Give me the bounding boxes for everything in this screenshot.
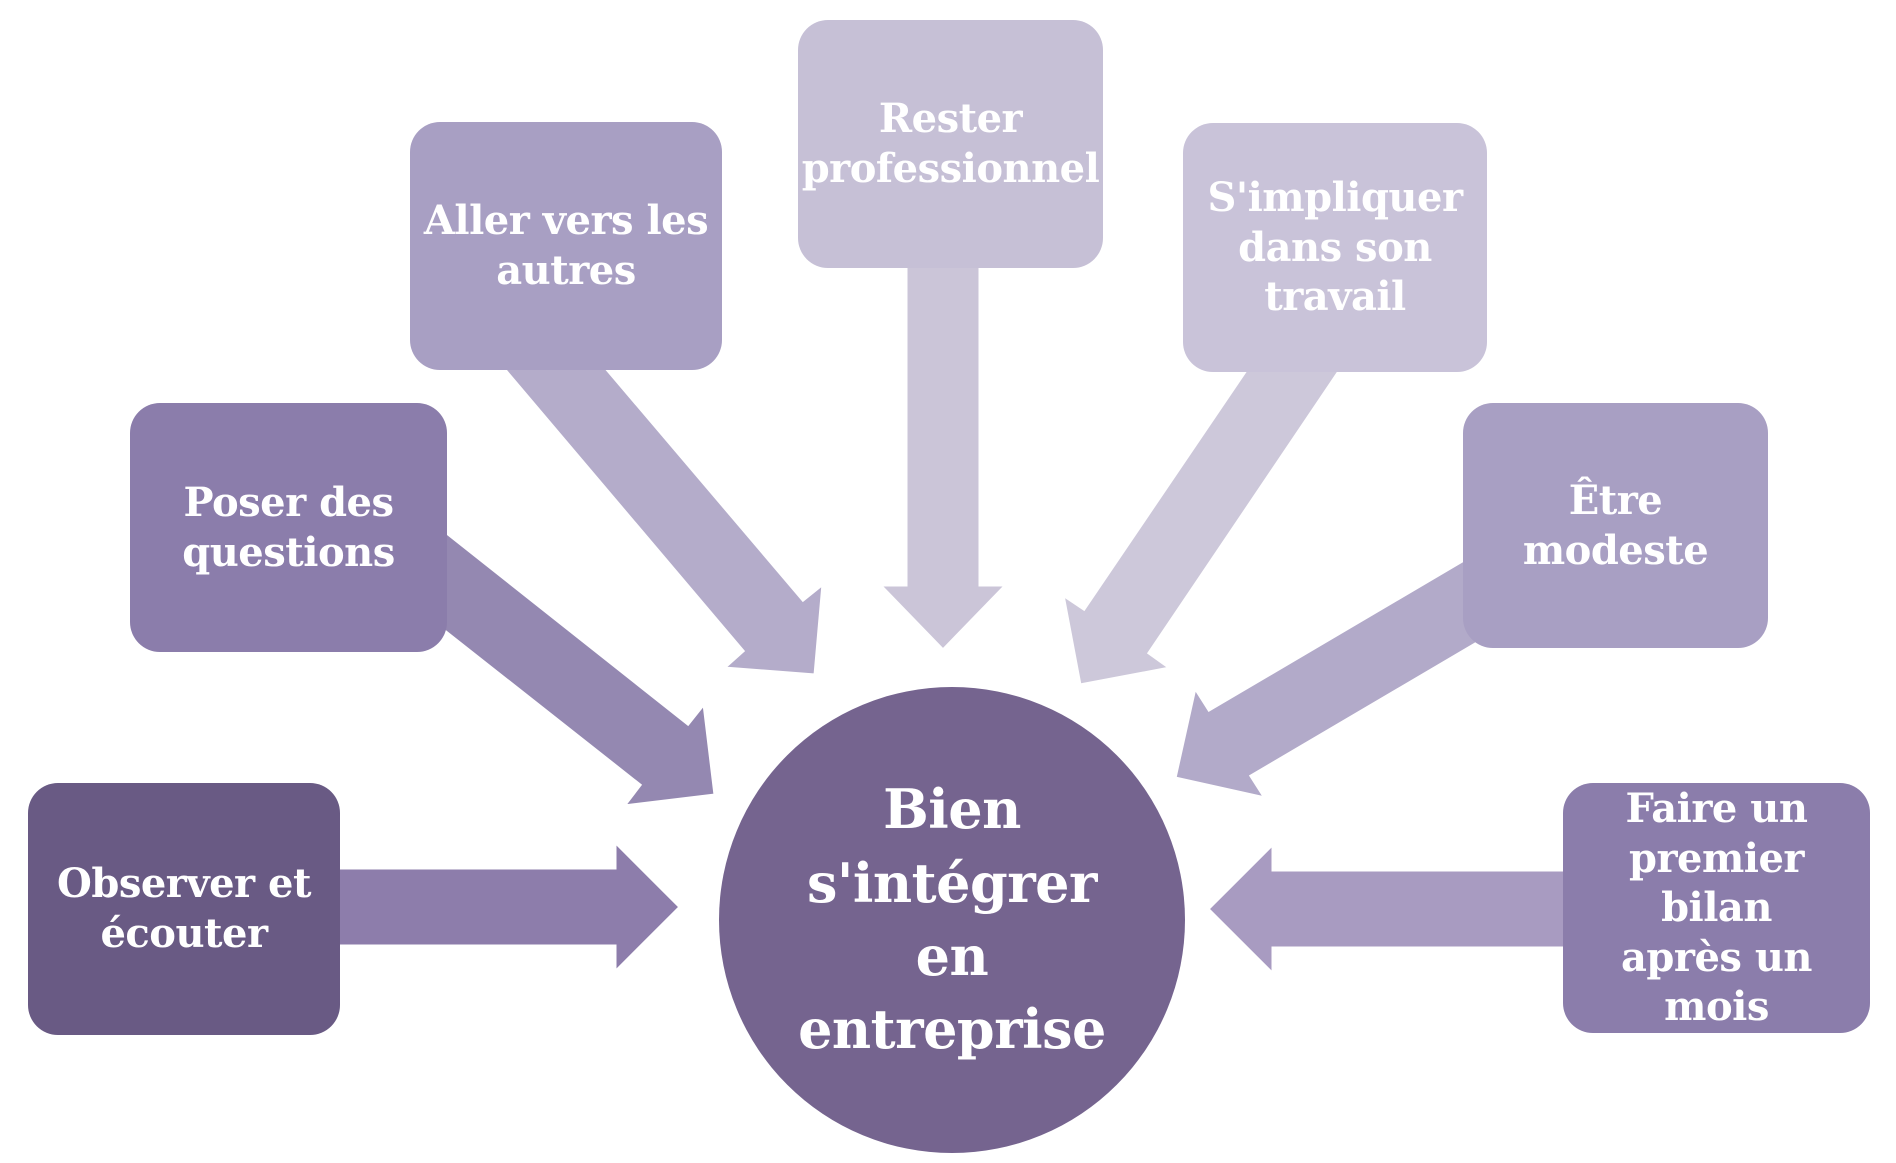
arrow-from-observer <box>333 838 683 976</box>
node-faire-un-premier-bilan: Faire un premier bilan après un mois <box>1563 783 1870 1033</box>
node-aller-vers-les-autres: Aller vers les autres <box>410 122 722 370</box>
node-simpliquer-dans-son-travail: S'impliquer dans son travail <box>1183 123 1487 372</box>
arrow-from-faire <box>1205 840 1572 978</box>
center-node-label: Bien s'intégrer en entreprise <box>798 777 1106 1062</box>
node-simpliquer-label: S'impliquer dans son travail <box>1207 174 1463 321</box>
node-observer-et-ecouter: Observer et écouter <box>28 783 340 1035</box>
arrow-from-simpliquer <box>1060 320 1345 687</box>
node-poser-des-questions: Poser des questions <box>130 403 447 652</box>
node-faire-label: Faire un premier bilan après un mois <box>1620 785 1813 1031</box>
arrow-from-etre <box>1173 554 1514 801</box>
arrow-from-poser <box>368 508 717 808</box>
node-observer-label: Observer et écouter <box>57 860 311 957</box>
node-rester-professionnel: Rester professionnel <box>798 20 1103 268</box>
node-etre-modeste: Être modeste <box>1463 403 1768 648</box>
center-node: Bien s'intégrer en entreprise <box>719 687 1185 1153</box>
node-poser-label: Poser des questions <box>182 478 395 576</box>
arrow-from-rester <box>876 238 1010 653</box>
node-aller-label: Aller vers les autres <box>423 197 709 294</box>
node-etre-label: Être modeste <box>1522 476 1709 574</box>
node-rester-label: Rester professionnel <box>801 95 1100 192</box>
